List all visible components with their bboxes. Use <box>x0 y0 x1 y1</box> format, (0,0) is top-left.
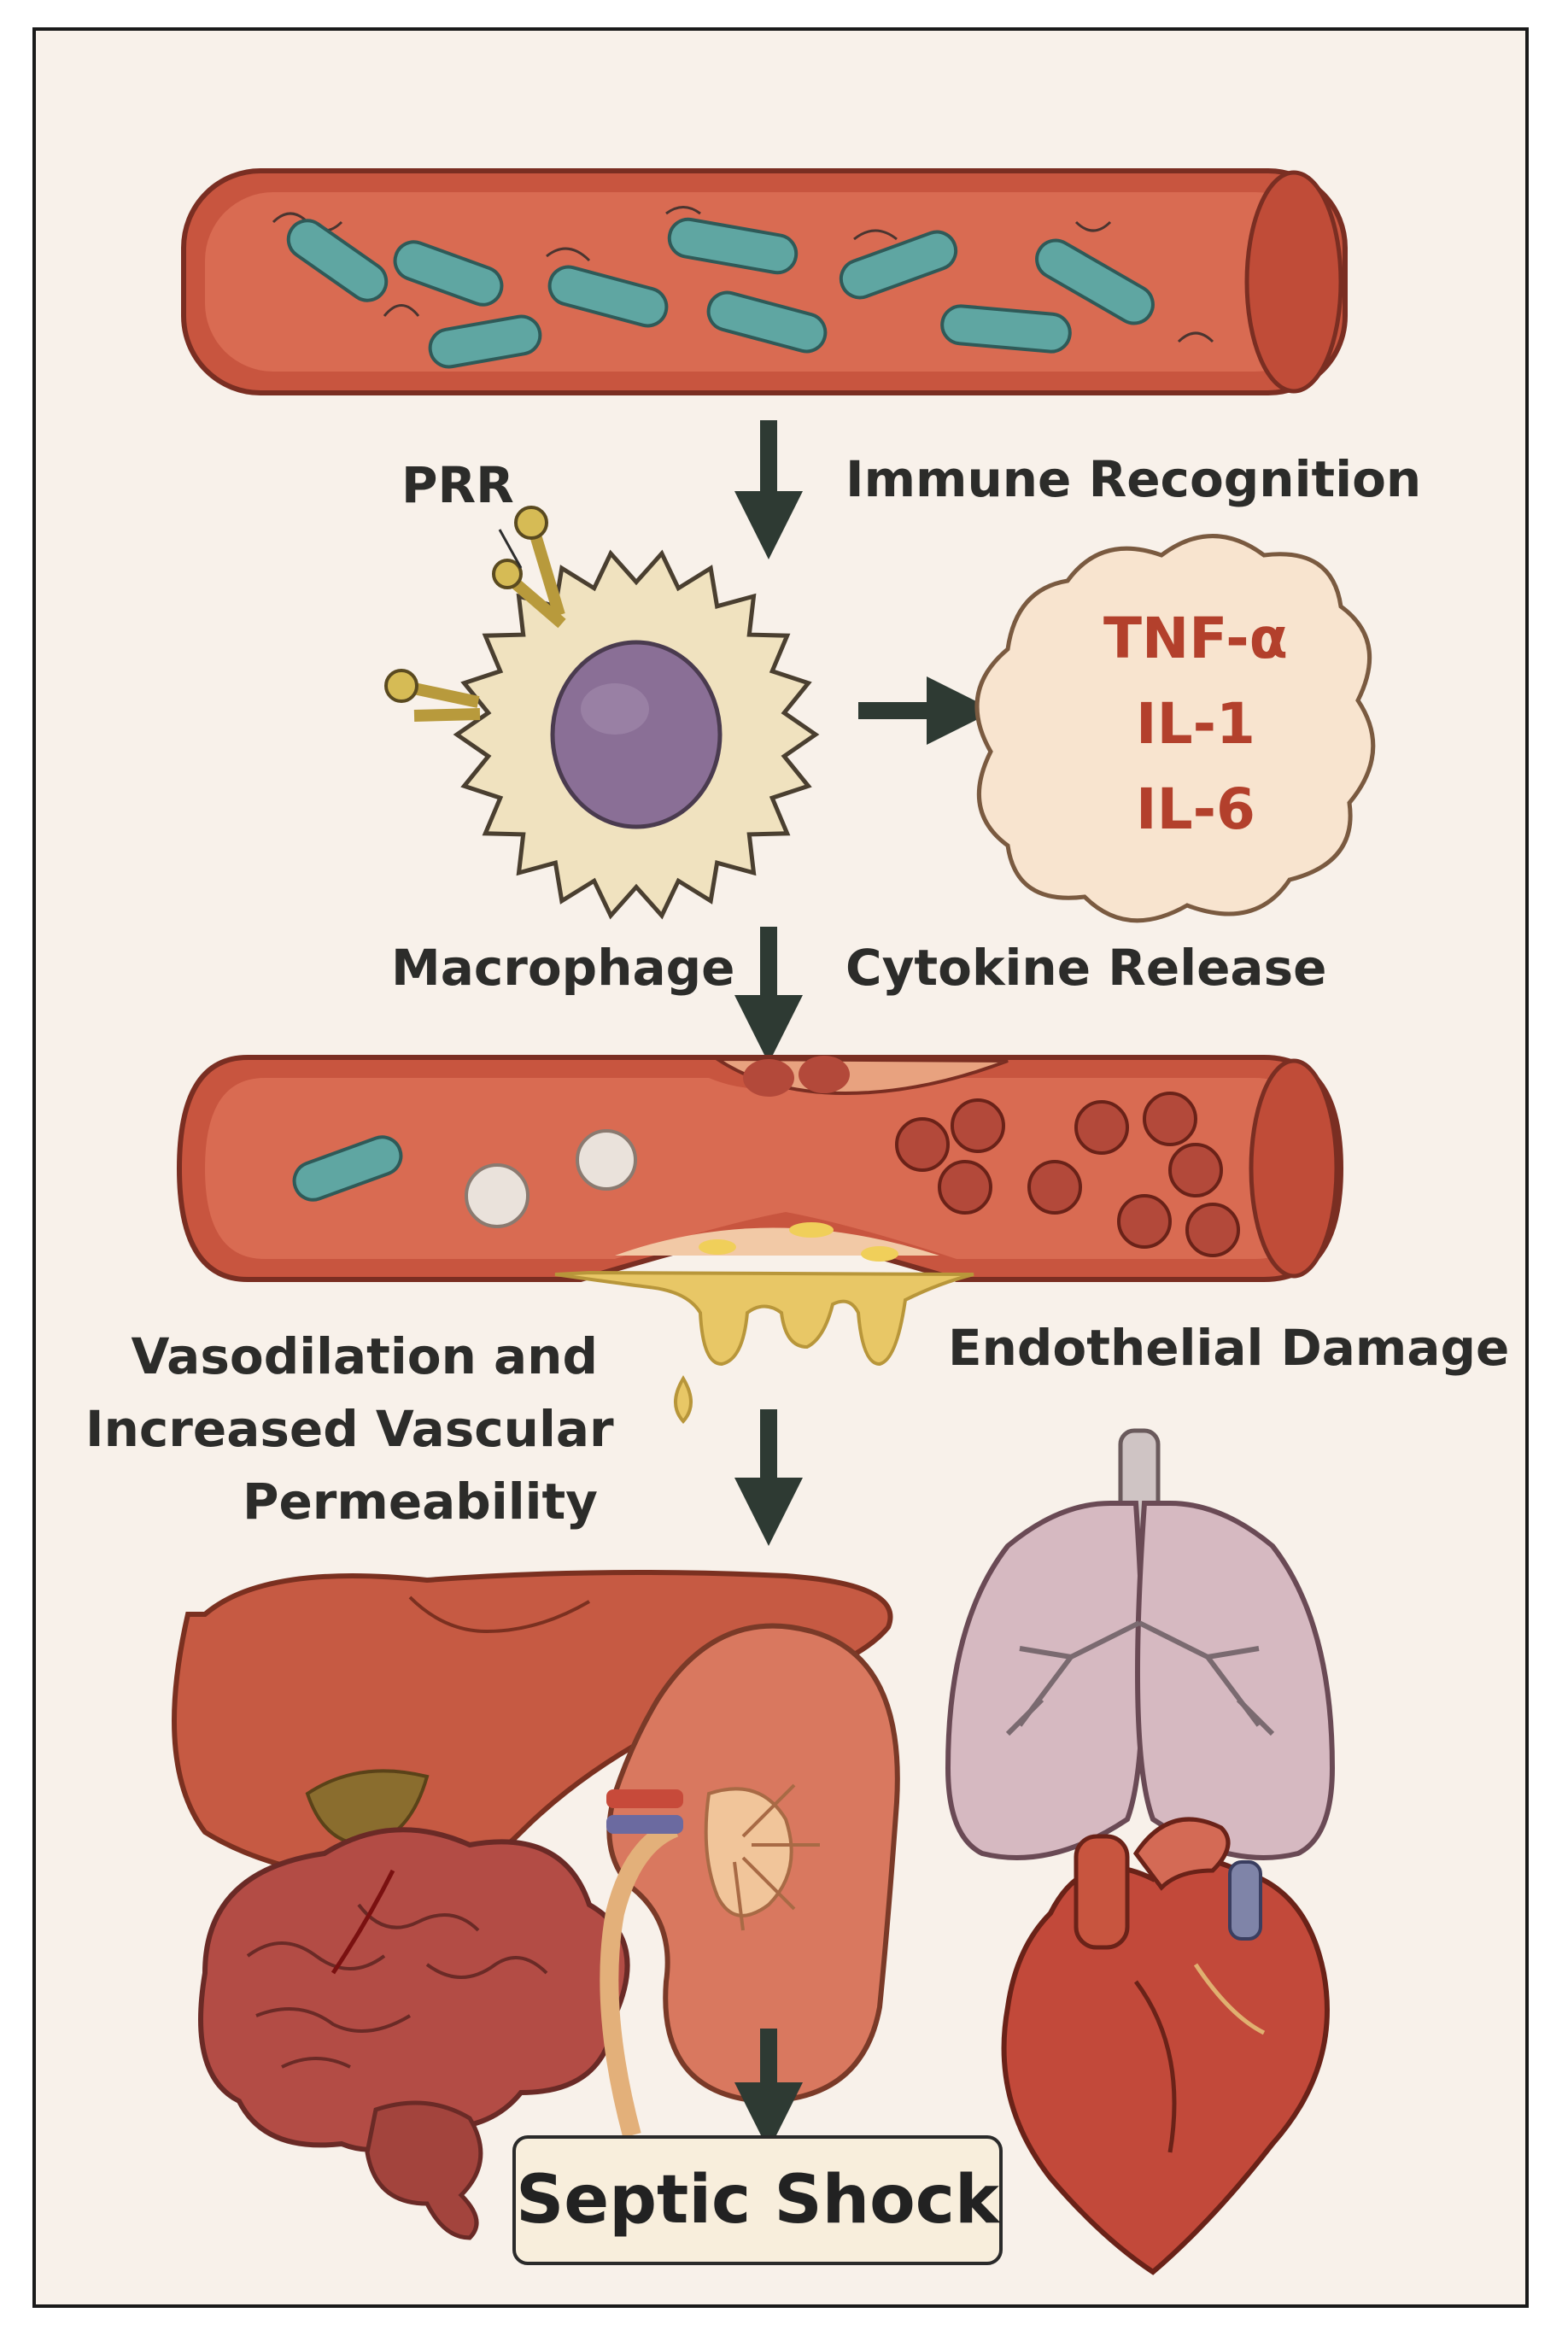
fluid-leak <box>554 1270 974 1424</box>
kidney-icon <box>600 1623 900 2138</box>
bacteria-icon <box>839 230 958 300</box>
cytokine-il-1: IL-1 <box>1136 691 1255 757</box>
bacteria-icon <box>428 314 542 369</box>
bacteria-cluster <box>292 1135 403 1202</box>
bacteria-cluster <box>286 217 1155 369</box>
septic-shock-label: Septic Shock <box>516 2162 999 2239</box>
bacteria-icon <box>393 240 504 307</box>
red-blood-cell <box>1143 1092 1197 1146</box>
cytokine-tnf-alpha: TNF-α <box>1103 606 1289 671</box>
vasodilation-label-line1: Vasodilation and <box>131 1327 598 1385</box>
red-blood-cell <box>1074 1100 1129 1155</box>
septic-shock-box: Septic Shock <box>512 2135 1003 2265</box>
bacteria-icon <box>667 217 799 275</box>
red-blood-cell <box>895 1117 950 1172</box>
bacteria-icon <box>940 304 1072 354</box>
bacteria-icon <box>706 290 828 354</box>
brain-icon <box>198 1827 630 2240</box>
red-blood-cell <box>951 1098 1005 1153</box>
macrophage-icon <box>453 549 820 920</box>
heart-icon <box>1001 1817 1330 2275</box>
cytokine-release-label: Cytokine Release <box>845 939 1327 997</box>
red-blood-cell <box>1168 1143 1223 1197</box>
lungs-icon <box>945 1428 1336 1860</box>
bacteria-icon <box>292 1135 403 1202</box>
macrophage-label: Macrophage <box>391 939 735 997</box>
blood-clots <box>895 1092 1240 1257</box>
vasodilation-label-line2: Increased Vascular <box>85 1400 614 1458</box>
prr-label: PRR <box>401 456 514 514</box>
red-blood-cell <box>938 1160 992 1215</box>
bacteria-icon <box>547 265 669 328</box>
cytokine-il-6: IL-6 <box>1136 776 1255 842</box>
red-blood-cell <box>1185 1203 1240 1257</box>
cytokine-cloud-icon <box>974 534 1376 923</box>
red-blood-cell <box>1027 1160 1082 1215</box>
bacteria-icon <box>286 219 389 302</box>
prr-receptor-icon <box>384 506 566 722</box>
bacteria-icon <box>1035 238 1155 325</box>
vasodilation-label-line3: Permeability <box>242 1473 598 1531</box>
immune-recognition-label: Immune Recognition <box>845 450 1422 508</box>
endothelial-damage-label: Endothelial Damage <box>948 1319 1510 1377</box>
white-blood-cells <box>465 1129 637 1228</box>
red-blood-cell <box>1117 1194 1172 1249</box>
